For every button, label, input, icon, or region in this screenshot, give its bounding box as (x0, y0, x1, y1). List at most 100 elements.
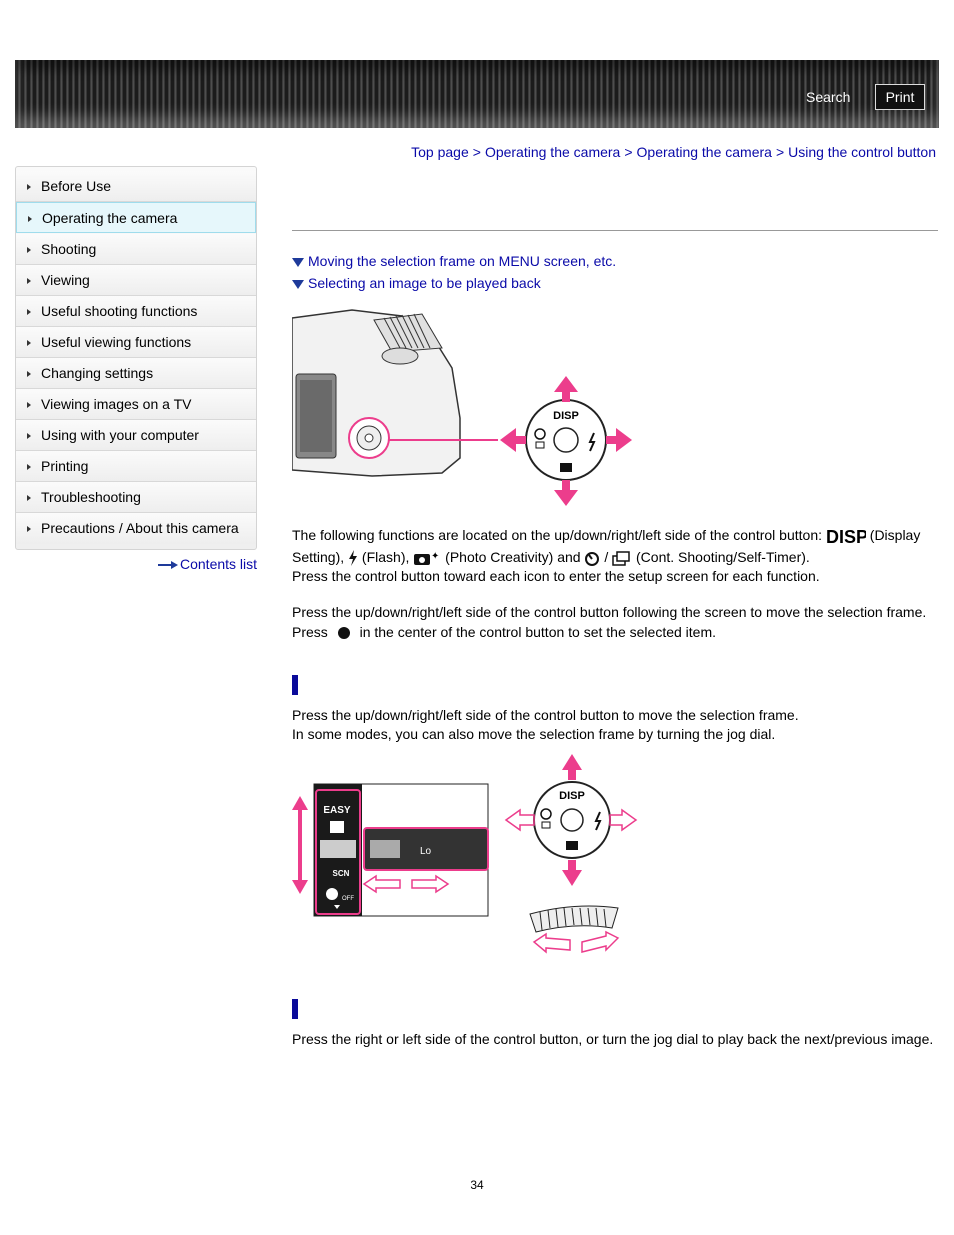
sidebar-item-label: Precautions / About this camera (41, 520, 239, 536)
header-bar (15, 60, 939, 128)
breadcrumb-operating-camera-2[interactable]: Operating the camera (636, 144, 772, 160)
page-number: 34 (470, 1178, 484, 1192)
flash-icon (588, 432, 596, 452)
flash-icon (594, 811, 602, 831)
triangle-right-icon (27, 340, 31, 346)
anchor-label: Selecting an image to be played back (308, 275, 541, 291)
camera-control-button-illustration: DISP (292, 309, 632, 506)
sidebar-item-changing-settings[interactable]: Changing settings (16, 358, 256, 389)
intro-paragraph-1-cont: Setting), (Flash), ✦ (Photo Creativity) … (292, 547, 810, 567)
self-timer-icon (534, 428, 546, 440)
sidebar-item-label: Viewing images on a TV (41, 396, 192, 412)
intro-text-d: (Flash), (361, 549, 410, 565)
svg-text:DISP: DISP (826, 527, 866, 545)
self-timer-icon (585, 552, 600, 567)
sidebar-item-label: Useful shooting functions (41, 303, 198, 319)
triangle-right-icon (27, 278, 31, 284)
print-button[interactable]: Print (875, 84, 925, 110)
lo-label: Lo (420, 846, 432, 857)
sidebar-item-label: Printing (41, 458, 89, 474)
intro-text-f: / (604, 549, 609, 565)
sidebar-item-using-computer[interactable]: Using with your computer (16, 420, 256, 451)
sidebar-item-label: Operating the camera (42, 210, 178, 226)
intro-text-g: (Cont. Shooting/Self-Timer). (636, 549, 810, 565)
sidebar-item-label: Using with your computer (41, 427, 199, 443)
sidebar-item-useful-viewing[interactable]: Useful viewing functions (16, 327, 256, 358)
cont-shooting-icon (535, 441, 545, 449)
triangle-right-icon (27, 526, 31, 532)
photo-creativity-icon: ✦ (414, 551, 440, 566)
title-divider (292, 230, 938, 231)
breadcrumb-top-page[interactable]: Top page (411, 144, 469, 160)
sidebar-nav: Before Use Operating the camera Shooting… (15, 166, 257, 550)
image-size-icon (330, 821, 344, 833)
sidebar-item-viewing-tv[interactable]: Viewing images on a TV (16, 389, 256, 420)
sidebar-item-printing[interactable]: Printing (16, 451, 256, 482)
section2-text-1: Press the right or left side of the cont… (292, 1031, 934, 1047)
triangle-right-icon (27, 433, 31, 439)
intro-text-e: (Photo Creativity) and (445, 549, 581, 565)
triangle-down-icon (292, 257, 304, 267)
sidebar-item-useful-shooting[interactable]: Useful shooting functions (16, 296, 256, 327)
menu-selection-illustration: EASY SCN OFF Lo DISP (292, 754, 638, 954)
photo-creativity-icon (560, 463, 572, 472)
disp-label: DISP (559, 790, 585, 802)
sidebar-item-label: Troubleshooting (41, 489, 141, 505)
breadcrumb-separator: > (472, 144, 481, 160)
section-marker-selecting-image (292, 999, 298, 1019)
breadcrumb-separator: > (775, 144, 785, 160)
triangle-right-icon (27, 402, 31, 408)
scroll-down-icon (334, 905, 340, 909)
intro-text-press: Press (292, 624, 328, 640)
easy-label: EASY (323, 805, 351, 816)
triangle-right-icon (28, 216, 32, 222)
svg-text:✦: ✦ (431, 551, 439, 562)
triangle-right-icon (27, 371, 31, 377)
intro-text-b: (Display (869, 527, 921, 543)
intro-paragraph-4: Press in the center of the control butto… (292, 622, 716, 642)
sidebar-item-troubleshooting[interactable]: Troubleshooting (16, 482, 256, 513)
smile-shutter-icon (326, 888, 338, 900)
flash-icon (349, 550, 358, 567)
section1-text-2: In some modes, you can also move the sel… (292, 726, 776, 742)
intro-text-a: The following functions are located on t… (292, 527, 822, 543)
breadcrumb-current-page[interactable]: Using the control button (788, 144, 936, 160)
intro-paragraph-1: The following functions are located on t… (292, 525, 920, 545)
section-marker-moving-frame (292, 675, 298, 695)
sidebar-item-precautions[interactable]: Precautions / About this camera (16, 513, 256, 544)
intro-paragraph-3: Press the up/down/right/left side of the… (292, 604, 927, 620)
sidebar-item-operating-camera[interactable]: Operating the camera (16, 202, 256, 233)
triangle-right-icon (27, 495, 31, 501)
self-timer-icon (540, 808, 552, 820)
breadcrumb: Top page>Operating the camera>Operating … (411, 144, 936, 160)
cont-shooting-icon (612, 551, 630, 567)
off-label: OFF (342, 896, 354, 902)
arrow-right-icon (158, 561, 178, 570)
section1-text-1: Press the up/down/right/left side of the… (292, 707, 799, 723)
photo-creativity-icon (566, 841, 578, 850)
triangle-right-icon (27, 309, 31, 315)
sidebar-item-shooting[interactable]: Shooting (16, 234, 256, 265)
disp-icon: DISP (826, 527, 866, 545)
center-button-icon (337, 627, 350, 640)
sidebar-item-label: Shooting (41, 241, 97, 257)
cont-shooting-menu-icon (320, 840, 356, 858)
anchor-label: Moving the selection frame on MENU scree… (308, 253, 617, 269)
search-button[interactable]: Search (806, 89, 851, 105)
disp-label: DISP (553, 410, 579, 422)
triangle-down-icon (292, 279, 304, 289)
triangle-right-icon (27, 184, 31, 190)
breadcrumb-operating-camera-1[interactable]: Operating the camera (484, 144, 621, 160)
sidebar-item-viewing[interactable]: Viewing (16, 265, 256, 296)
sidebar-item-label: Changing settings (41, 365, 154, 381)
contents-list-link[interactable]: Contents list (158, 556, 257, 572)
anchor-link-selecting-image[interactable]: Selecting an image to be played back (292, 275, 541, 291)
contents-list-label: Contents list (180, 556, 258, 572)
sidebar-item-label: Useful viewing functions (41, 334, 192, 350)
intro-text-c: Setting), (292, 549, 345, 565)
sidebar-item-label: Viewing (41, 272, 90, 288)
cont-shooting-icon (541, 821, 551, 829)
sidebar-item-before-use[interactable]: Before Use (16, 171, 256, 202)
breadcrumb-separator: > (624, 144, 633, 160)
anchor-link-moving-frame[interactable]: Moving the selection frame on MENU scree… (292, 253, 616, 269)
